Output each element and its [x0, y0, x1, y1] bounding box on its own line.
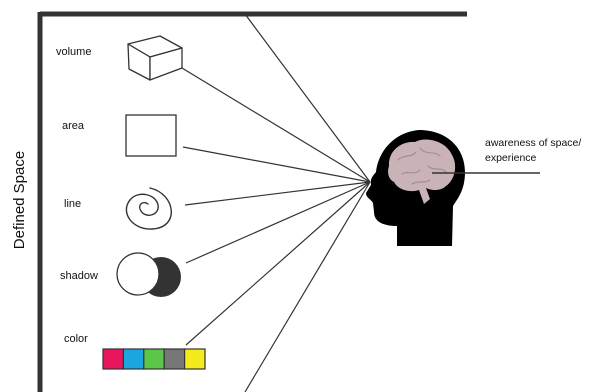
connector-line-color — [185, 181, 371, 346]
shadow-circle-light — [116, 252, 160, 296]
color-swatch — [102, 348, 124, 370]
connector-line-top — [244, 13, 371, 183]
head-brain-icon — [366, 130, 465, 246]
result-label-line1: awareness of space/ — [485, 137, 581, 149]
color-swatch — [143, 348, 165, 370]
connector-line-bottom — [244, 181, 371, 392]
color-swatch — [122, 348, 145, 370]
brain-folds — [397, 147, 447, 185]
connector-line-shadow — [185, 181, 371, 264]
element-label-area: area — [62, 120, 85, 132]
result-label-line2: experience — [485, 152, 537, 164]
color-swatch — [163, 348, 186, 370]
element-label-line: line — [64, 198, 81, 210]
square-icon — [125, 114, 177, 157]
spiral-icon — [125, 187, 172, 230]
connector-line-area — [182, 146, 371, 183]
shadow-circles-icon — [116, 252, 181, 297]
connector-line-volume — [181, 67, 371, 183]
element-label-shadow: shadow — [60, 270, 98, 282]
cube-icon — [127, 35, 183, 81]
element-label-color: color — [64, 333, 88, 345]
color-swatches-icon — [102, 348, 206, 370]
side-label: Defined Space — [11, 151, 28, 249]
connector-lines — [181, 13, 371, 392]
color-swatch — [184, 348, 206, 370]
connector-line-line — [184, 181, 371, 206]
element-label-volume: volume — [56, 46, 91, 58]
brain-shape — [388, 139, 456, 204]
